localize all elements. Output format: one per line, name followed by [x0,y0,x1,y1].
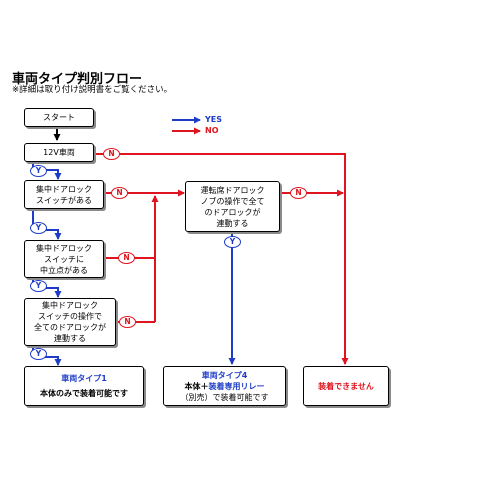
node-neutral-point: 集中ドアロック スイッチに 中立点がある [24,240,104,278]
node-line: スイッチの操作で [38,312,102,321]
yes-badge: Y [30,348,47,360]
node-type1: 車両タイプ1 本体のみで装着可能です [24,366,144,406]
node-switch-all-doors: 集中ドアロック スイッチの操作で 全てのドアロックが 連動する [24,298,116,346]
legend-yes-label: YES [205,115,223,124]
node-line: 運転席ドアロック [200,185,265,195]
no-badge: N [103,148,120,160]
type4-body-suffix: （別売）で装着可能です [180,392,269,402]
node-central-switch: 集中ドアロック スイッチがある [24,180,104,209]
page-title: 車両タイプ判別フロー [12,72,143,87]
no-badge: N [118,252,135,264]
no-12v-to-cannot [95,153,349,365]
yes-badge: Y [30,222,47,234]
yes-badge: Y [30,280,47,292]
node-line: 連動する [216,218,249,228]
node-start-label: スタート [43,113,75,122]
cannot-install-label: 装着できません [318,381,374,391]
node-line: スイッチに [44,254,84,264]
type4-body-line: 本体＋装着専用リレー [185,381,265,392]
no-badge: N [111,187,128,199]
node-line: 集中ドアロック [42,301,98,310]
node-start: スタート [24,108,94,127]
node-cannot-install: 装着できません [303,366,389,406]
yes-badge: Y [30,165,47,177]
node-line: のドアロックが [204,207,261,217]
type1-title: 車両タイプ1 [61,374,107,383]
node-line: スイッチがある [36,195,92,205]
node-12v: 12V車両 [24,143,94,162]
node-driver-knob: 運転席ドアロック ノブの操作で全て のドアロックが 連動する [185,181,280,232]
node-line: ノブの操作で全て [200,196,265,206]
yes-badge: Y [224,236,241,248]
node-line: 集中ドアロック [36,243,92,253]
type4-body-highlight: 装着専用リレー [208,381,265,391]
node-12v-label: 12V車両 [43,148,75,157]
node-line: 連動する [54,334,86,343]
type4-body-prefix: 本体＋ [184,381,209,391]
node-line: 集中ドアロック [36,184,92,194]
type1-body: 本体のみで装着可能です [40,389,128,398]
no-badge: N [290,187,307,199]
node-type4: 車両タイプ4 本体＋装着専用リレー （別売）で装着可能です [163,366,286,406]
node-line: 全てのドアロックが [34,323,106,332]
type4-title: 車両タイプ4 [201,370,248,380]
legend-no-label: NO [205,126,219,135]
page-note: ※詳細は取り付け説明書をご覧ください。 [12,85,173,95]
node-line: 中立点がある [40,265,88,275]
no-badge: N [119,316,136,328]
